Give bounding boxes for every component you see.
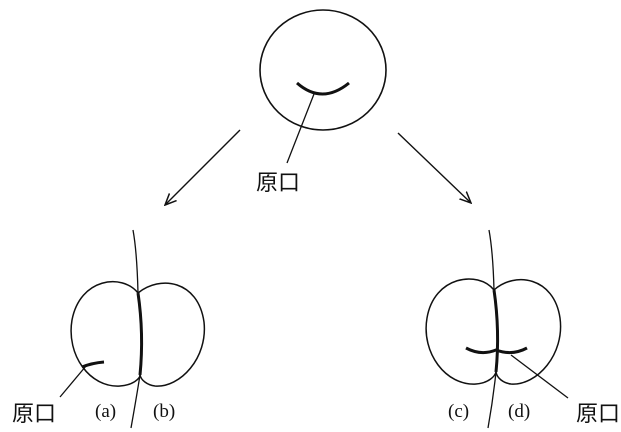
blastopore-top-leader <box>286 93 315 164</box>
right-cleavage-thick <box>492 289 500 373</box>
blastopore-right-label: 原口 <box>576 402 620 427</box>
arrow-left <box>165 129 241 205</box>
label-d: (d) <box>508 401 530 422</box>
left-cell-a <box>70 280 141 387</box>
left-embryo: 原口 (a) (b) <box>12 229 206 429</box>
blastopore-left-leader <box>59 365 87 398</box>
label-b: (b) <box>153 401 175 422</box>
blastopore-top-label: 原口 <box>256 171 300 196</box>
left-cleavage-thick <box>136 292 144 376</box>
blastopore-right-arc <box>465 346 528 355</box>
left-cell-b <box>137 282 206 387</box>
blastopore-left-label: 原口 <box>12 402 56 427</box>
top-embryo: 原口 <box>256 9 387 196</box>
blastopore-top-arc <box>296 81 350 96</box>
label-a: (a) <box>95 401 116 422</box>
blastopore-right-leader <box>510 354 569 399</box>
left-division-plane <box>130 229 141 429</box>
right-cell-c <box>425 278 497 385</box>
right-embryo: 原口 (c) (d) <box>425 229 620 429</box>
arrow-right <box>397 132 471 203</box>
blastopore-left-arc <box>81 360 105 369</box>
egg-outline <box>259 9 387 131</box>
right-cell-d <box>493 278 562 385</box>
label-c: (c) <box>448 401 469 422</box>
right-division-plane <box>487 229 497 429</box>
